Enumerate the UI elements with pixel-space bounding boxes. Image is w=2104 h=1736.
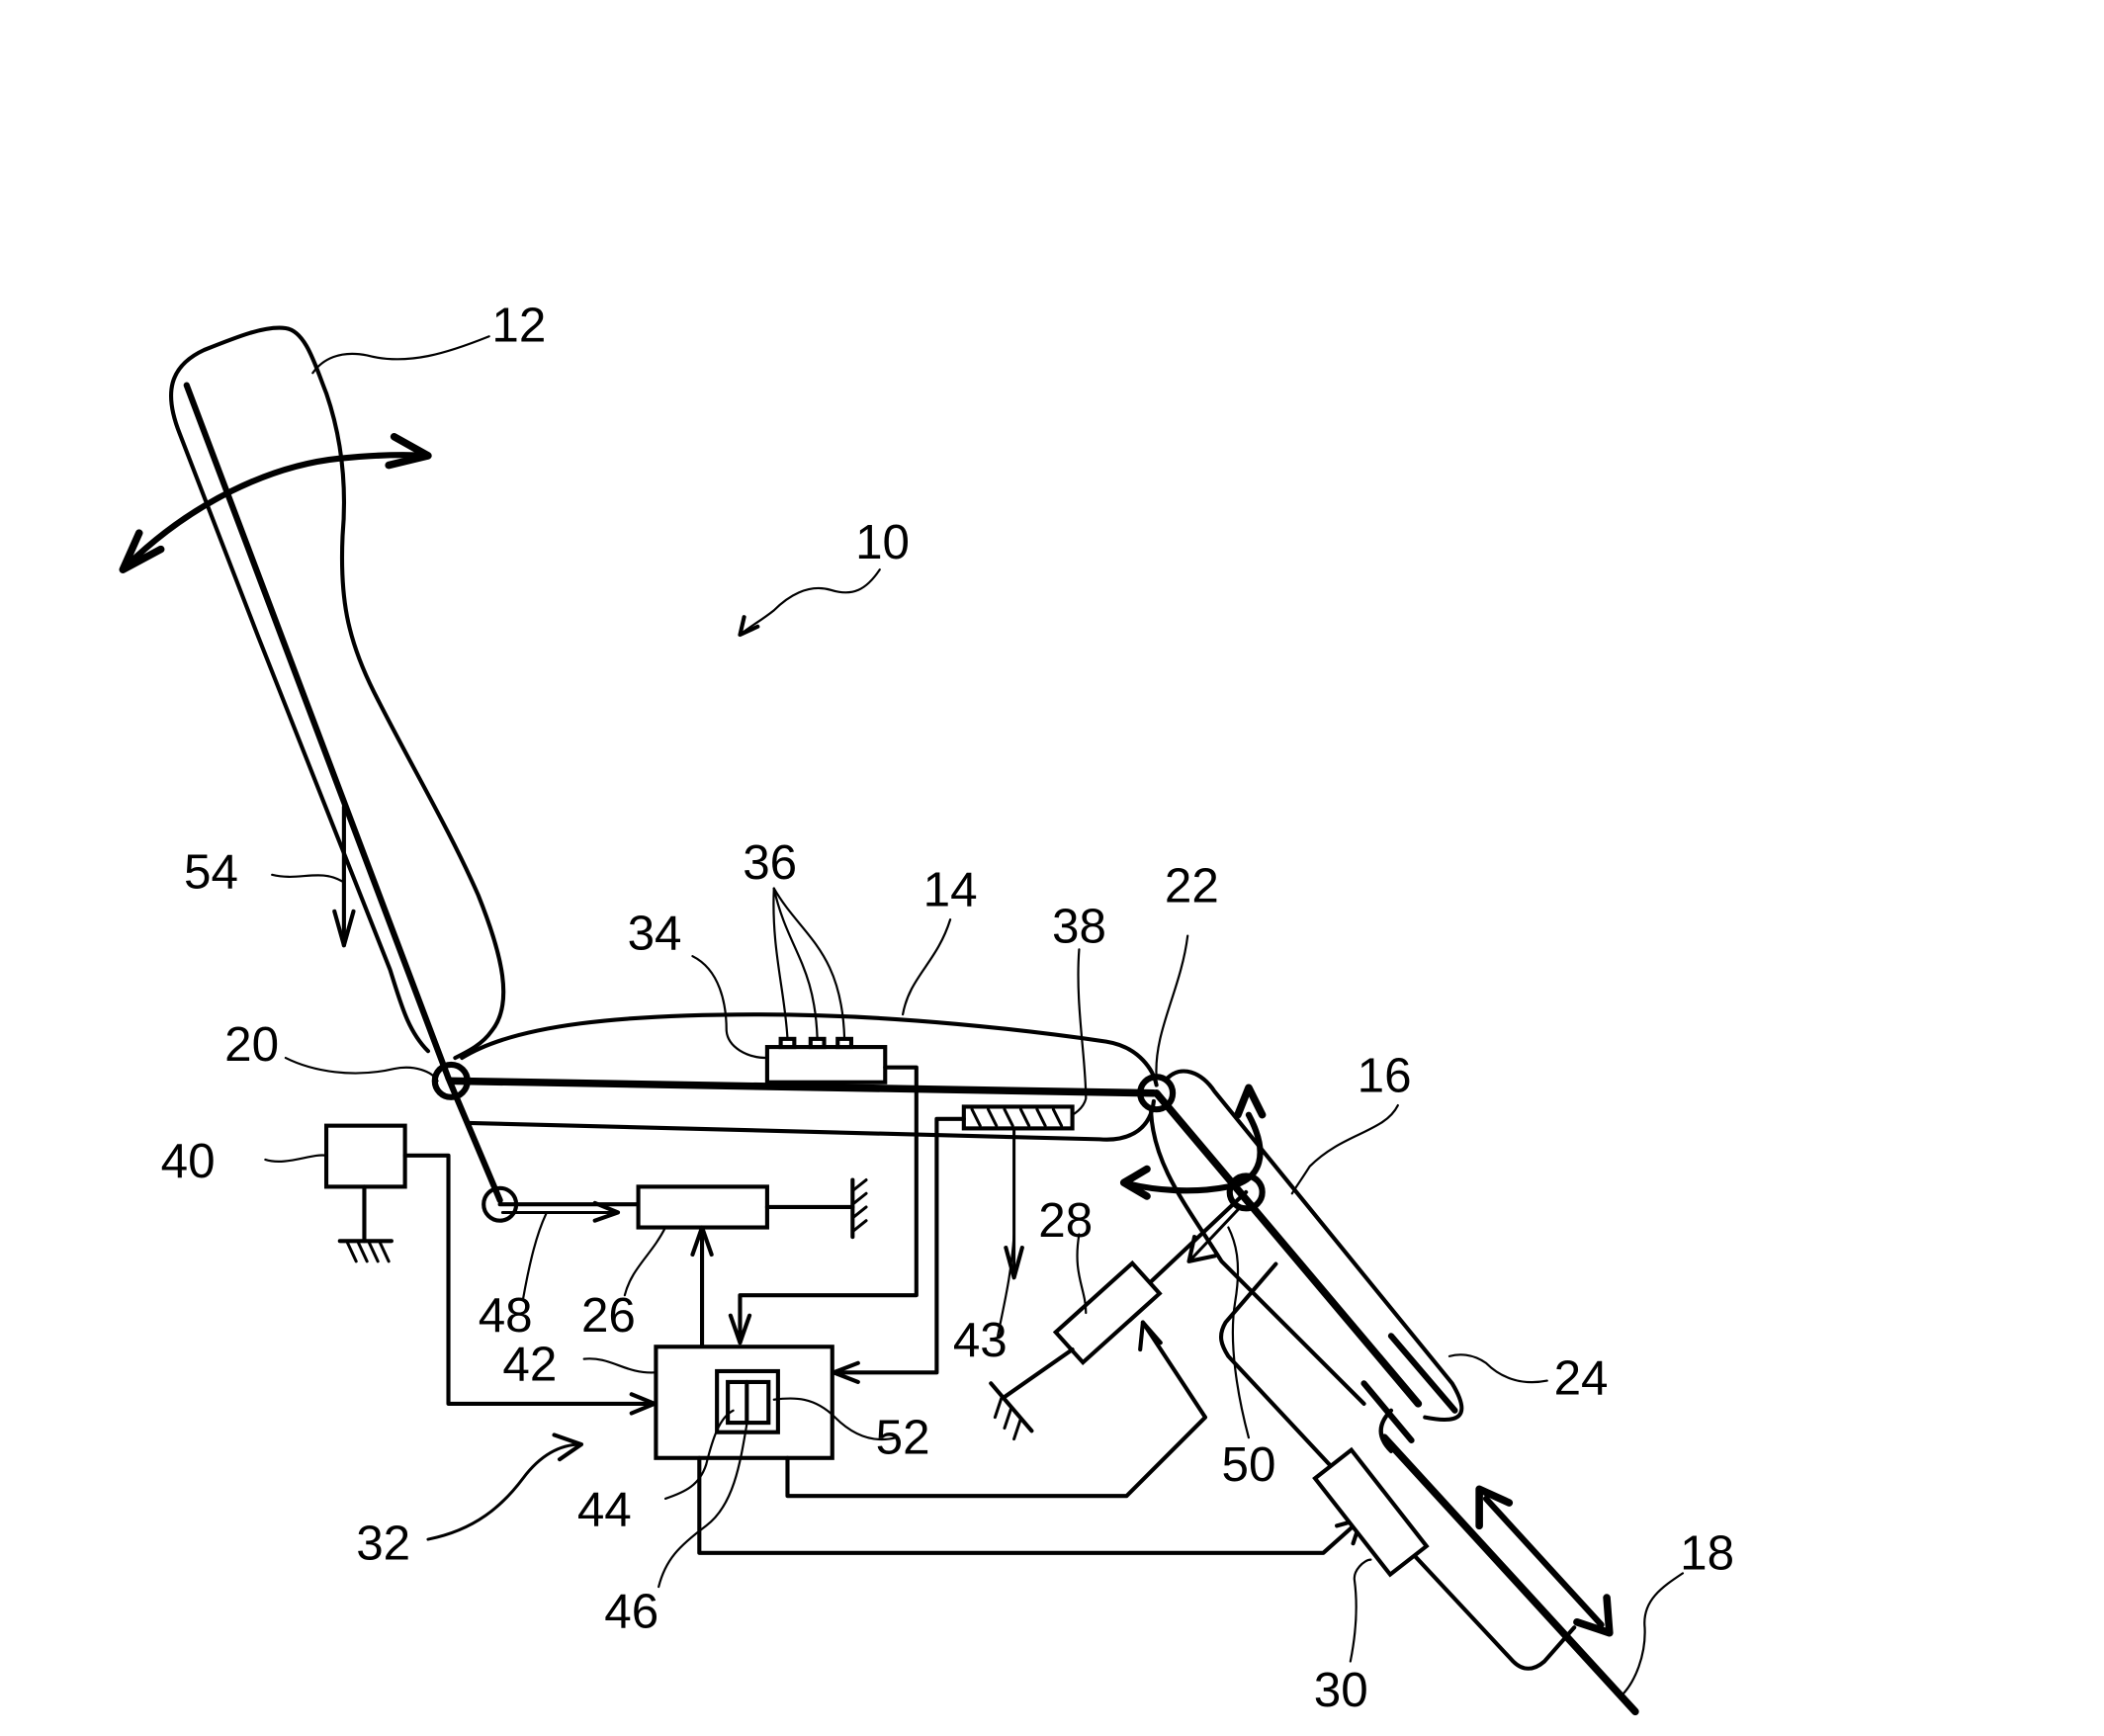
backrest-force-arrowhead [592, 1200, 621, 1223]
ground-hatching-2 [345, 1239, 391, 1263]
telescopic-guide-rail-1 [1387, 1333, 1458, 1414]
controller-to-actuator-28-line [785, 1320, 1208, 1499]
label-10: 10 [855, 515, 910, 569]
leg-rest-actuator [1052, 1259, 1163, 1366]
foot-rest-slide-arrow [1482, 1495, 1605, 1628]
foot-rest-slide-arrowhead-up [1475, 1485, 1514, 1530]
foot-rest-actuator [1312, 1446, 1430, 1578]
label-22: 22 [1165, 858, 1219, 912]
label-38: 38 [1052, 899, 1106, 953]
seat-cushion [447, 1012, 1159, 1384]
label-40: 40 [161, 1134, 216, 1188]
label-28: 28 [1038, 1193, 1093, 1248]
leg-rest-outline-outer [1165, 1069, 1464, 1423]
backrest-actuator-assembly [482, 1177, 868, 1349]
foot-rest [1218, 1261, 1639, 1716]
label-26: 26 [581, 1288, 636, 1343]
label-24: 24 [1554, 1350, 1609, 1405]
label-42: 42 [502, 1338, 557, 1392]
label-30: 30 [1314, 1663, 1368, 1717]
backrest-frame [183, 382, 452, 1082]
backrest-actuator [636, 1184, 769, 1230]
controller-to-actuator-30-line [697, 1455, 1363, 1555]
label-34: 34 [628, 906, 682, 960]
seat-frame [447, 1077, 1158, 1097]
leg-rest-frame [1152, 1088, 1423, 1408]
label-44: 44 [577, 1482, 632, 1536]
foot-rest-slide-arrowhead-down [1573, 1594, 1614, 1637]
backrest-outline [168, 325, 506, 1061]
label-20: 20 [224, 1017, 279, 1072]
leg-rest-actuator-rod [1149, 1189, 1249, 1284]
label-32: 32 [356, 1517, 410, 1571]
power-supply-assembly [323, 1123, 658, 1416]
leg-rest-rotation-arrowhead-left [1119, 1165, 1151, 1200]
power-supply-signal-line [402, 1153, 658, 1406]
label-50: 50 [1221, 1437, 1275, 1492]
sensor-mat-signal-arrowhead [728, 1313, 752, 1345]
backrest-tilt-arrow [120, 452, 432, 573]
reference-labels: 10 12 14 16 18 20 22 24 26 28 30 32 34 3… [161, 299, 1734, 1717]
sensor-mat [764, 1045, 888, 1085]
sensor-mat-signal-line [738, 1065, 919, 1345]
pressure-sensor-2 [808, 1036, 827, 1050]
leg-rest-actuator-anchor-line [1002, 1346, 1075, 1400]
backrest-load-arrowhead [332, 909, 356, 948]
label-36: 36 [743, 835, 797, 890]
foot-rest-frame [1380, 1433, 1639, 1716]
label-43: 43 [953, 1313, 1008, 1367]
leg-rest-force-arrowhead [1186, 1235, 1217, 1263]
leader-lines [264, 335, 1685, 1696]
ground-hatching-1 [850, 1178, 868, 1234]
foot-rest-inner-outline [1378, 1408, 1394, 1453]
leg-rest-actuator-assembly [989, 1189, 1249, 1441]
backrest-tilt-arrowhead-right [385, 432, 432, 470]
label-12: 12 [491, 299, 546, 353]
label-14: 14 [923, 862, 978, 916]
load-sensor-hatching [970, 1107, 1064, 1128]
load-direction-arrowhead [1004, 1246, 1024, 1280]
label-48: 48 [479, 1288, 533, 1343]
load-sensor-signal-line [832, 1116, 966, 1375]
label-18: 18 [1680, 1525, 1734, 1580]
power-supply [323, 1123, 407, 1189]
label-46: 46 [604, 1584, 658, 1638]
seat-cushion-outline [460, 1012, 1159, 1087]
foot-rest-actuator-assembly [1312, 1446, 1430, 1578]
label-16: 16 [1358, 1048, 1412, 1102]
label-54: 54 [184, 845, 238, 900]
leg-rest [1119, 1069, 1464, 1444]
label-52: 52 [876, 1411, 930, 1465]
pressure-sensor-1 [778, 1036, 797, 1050]
backrest [119, 325, 506, 1204]
actuator-pivot [1226, 1172, 1266, 1212]
controller-to-actuator-26-arrowhead [690, 1225, 714, 1258]
leg-rest-force-arrow [1189, 1208, 1240, 1260]
pressure-sensor-3 [835, 1036, 854, 1050]
backrest-tilt-arrowhead-left [119, 529, 165, 573]
leg-rest-rotation-arrowhead-up [1234, 1084, 1267, 1119]
ground-hatching-3 [989, 1381, 1034, 1441]
controller-to-actuator-28-arrowhead [1138, 1320, 1163, 1352]
controller-assembly [654, 1320, 1363, 1555]
